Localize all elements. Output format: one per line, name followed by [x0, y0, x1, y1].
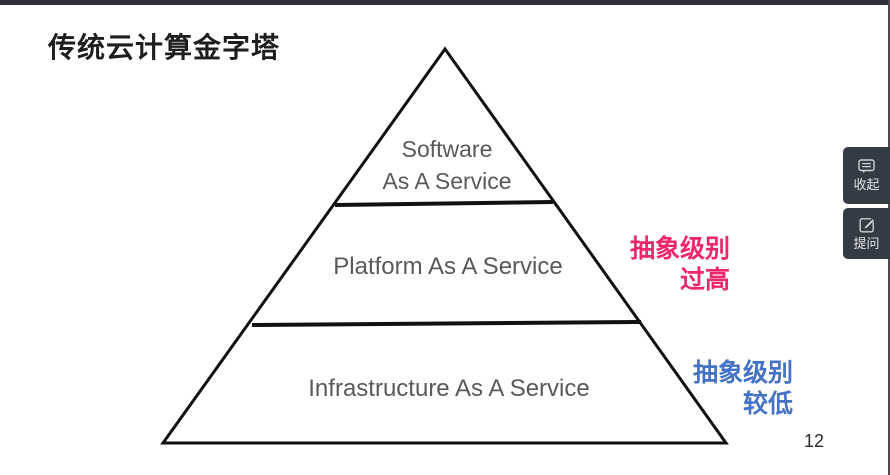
annotation-low-line1: 抽象级别 — [692, 359, 793, 387]
slide-title: 传统云计算金字塔 — [48, 32, 281, 63]
pyramid-outline — [160, 46, 729, 445]
slide-page-number: 12 — [804, 431, 825, 451]
ask-question-button[interactable]: 提问 — [843, 208, 890, 259]
annotation-high-line1: 抽象级别 — [629, 235, 730, 263]
compose-icon — [859, 217, 875, 233]
annotation-abstraction-lower: 抽象级别 较低 — [593, 358, 793, 420]
pyramid-divider-top — [334, 200, 554, 207]
collapse-button-label: 收起 — [853, 177, 880, 192]
annotation-abstraction-too-high: 抽象级别 过高 — [530, 234, 730, 296]
comment-bubble-icon — [858, 159, 875, 174]
top-window-bar — [0, 0, 890, 5]
pyramid-layer-iaas-label: Infrastructure As A Service — [308, 375, 590, 402]
pyramid-layer-paas-label: Platform As A Service — [333, 253, 563, 280]
pyramid-divider-bottom — [251, 320, 642, 327]
ask-button-label: 提问 — [853, 235, 880, 251]
saas-label-line1: Software — [401, 136, 493, 162]
saas-label-line2: As A Service — [382, 168, 512, 194]
annotation-high-line2: 过高 — [679, 266, 730, 294]
annotation-low-line2: 较低 — [742, 390, 793, 418]
pyramid-layer-saas-label: Software As A Service — [382, 133, 511, 197]
collapse-panel-button[interactable]: 收起 — [843, 147, 890, 204]
